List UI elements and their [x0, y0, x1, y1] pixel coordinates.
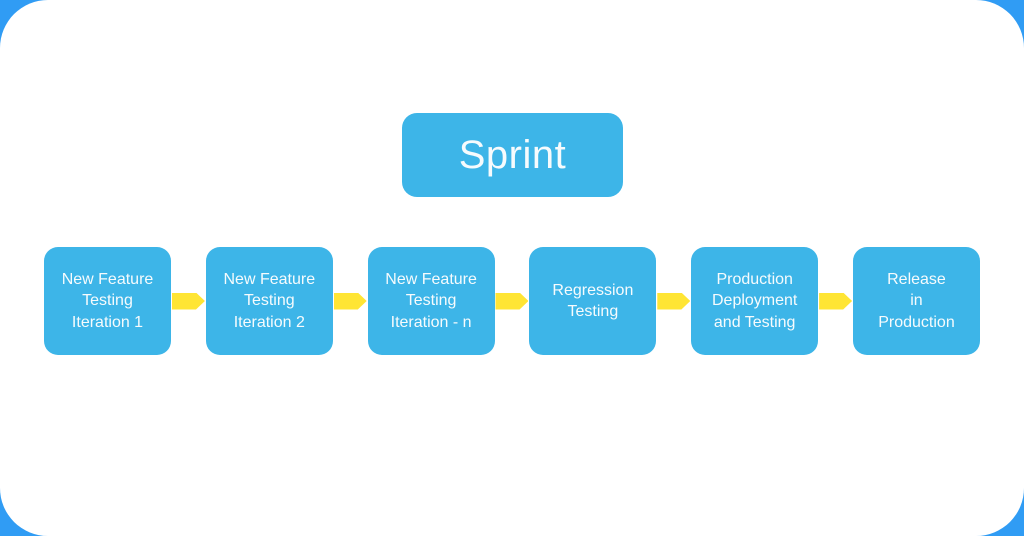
step-label: New Feature Testing Iteration 1 [61, 270, 154, 331]
step-box-new-feature-testing-iteration-n: New Feature Testing Iteration - n [367, 247, 495, 355]
step-label: Regression Testing [552, 281, 634, 321]
step-label: Production Deployment and Testing [712, 270, 798, 331]
step-label: New Feature Testing Iteration - n [385, 270, 477, 331]
arrow-right-icon [819, 292, 853, 310]
arrow-right-icon [495, 292, 529, 310]
arrow-right-icon [657, 292, 691, 310]
step-box-release-in-production: Release in Production [852, 247, 980, 355]
step-box-production-deployment-and-testing: Production Deployment and Testing [691, 247, 819, 355]
step-label: Release in Production [878, 270, 955, 331]
arrow-right-icon [171, 292, 205, 310]
sprint-title-label: Sprint [458, 132, 567, 177]
flow-row: New Feature Testing Iteration 1 New Feat… [44, 247, 980, 355]
arrow-cell [495, 247, 530, 355]
arrow-cell [656, 247, 691, 355]
step-box-regression-testing: Regression Testing [529, 247, 657, 355]
step-label: New Feature Testing Iteration 2 [223, 270, 316, 331]
step-box-new-feature-testing-iteration-2: New Feature Testing Iteration 2 [205, 247, 333, 355]
arrow-cell [818, 247, 853, 355]
arrow-right-icon [333, 292, 367, 310]
arrow-cell [333, 247, 368, 355]
step-box-new-feature-testing-iteration-1: New Feature Testing Iteration 1 [44, 247, 171, 355]
sprint-title-box: Sprint [402, 113, 623, 197]
arrow-cell [171, 247, 206, 355]
